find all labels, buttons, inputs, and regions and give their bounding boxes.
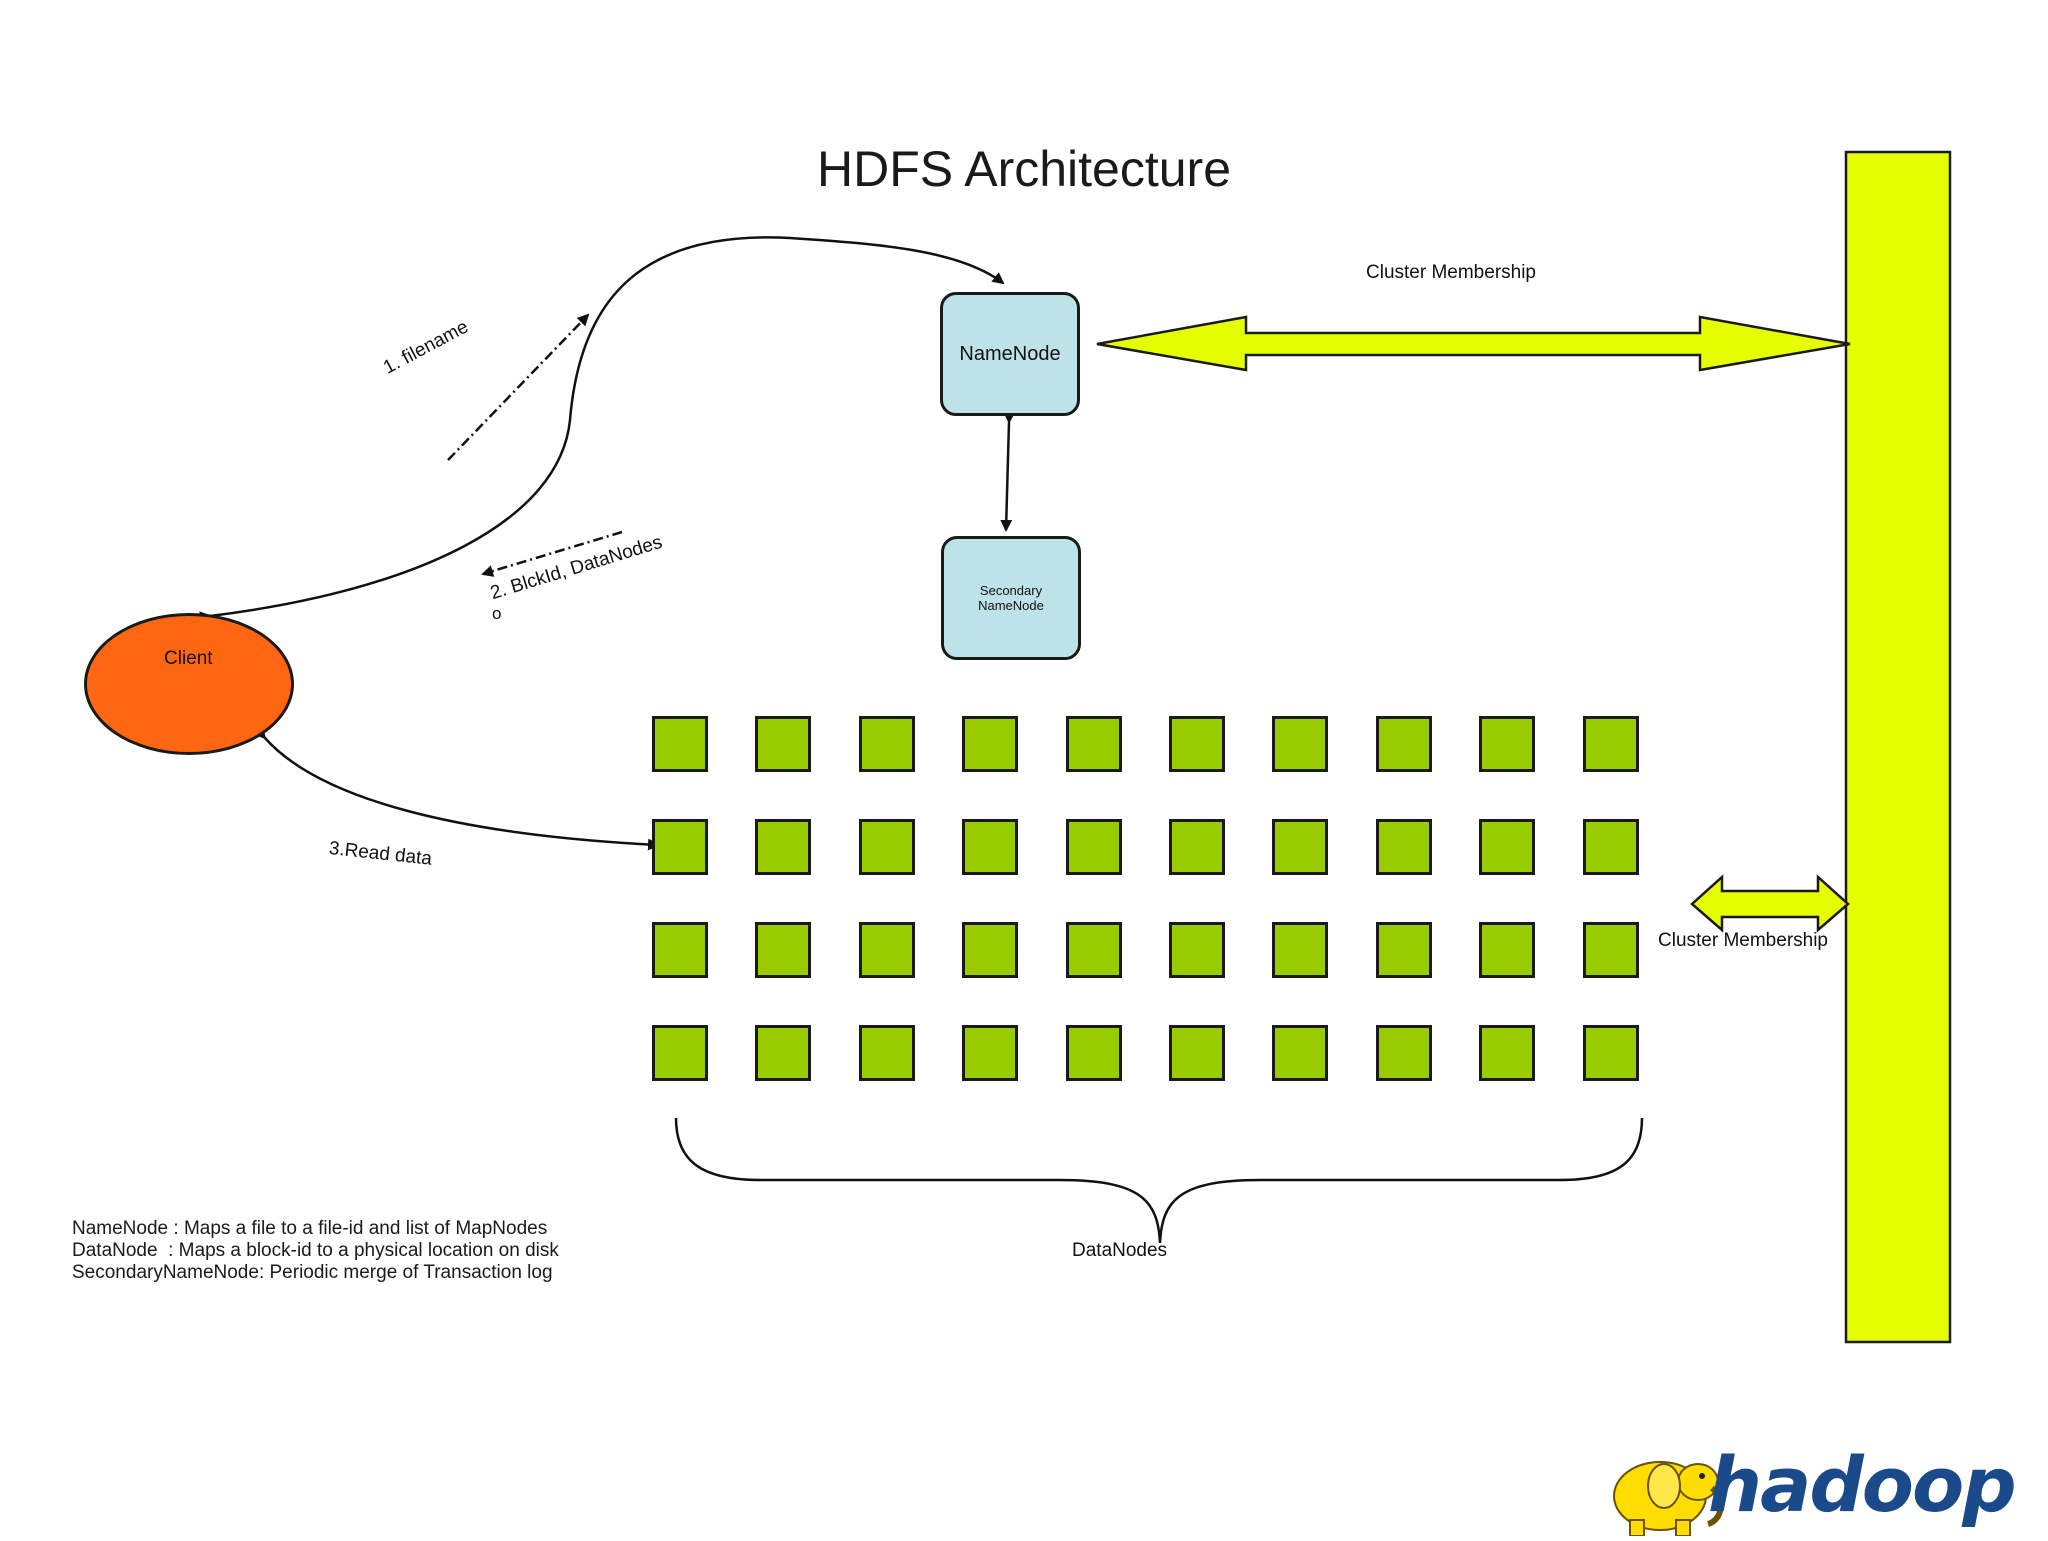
datanode-box <box>962 922 1018 978</box>
datanode-box <box>1169 922 1225 978</box>
datanode-box <box>1583 922 1639 978</box>
client-label: Client <box>164 648 213 669</box>
legend-line-secondary: SecondaryNameNode: Periodic merge of Tra… <box>72 1262 553 1283</box>
datanode-box <box>1479 819 1535 875</box>
client-node <box>84 613 294 755</box>
datanode-box <box>755 716 811 772</box>
datanode-box <box>1272 716 1328 772</box>
datanode-box <box>1272 819 1328 875</box>
filename-arrow <box>447 313 590 461</box>
namenode-secondary-arrow <box>1000 411 1016 532</box>
datanode-box <box>1376 922 1432 978</box>
datanode-box <box>962 716 1018 772</box>
datanode-box <box>1169 819 1225 875</box>
datanode-box <box>755 819 811 875</box>
hadoop-logo-text: hadoop <box>1708 1440 2017 1529</box>
cluster-membership-side-label: Cluster Membership <box>1658 930 1828 951</box>
datanode-box <box>1479 922 1535 978</box>
datanode-box <box>1583 716 1639 772</box>
legend: NameNode : Maps a file to a file-id and … <box>72 1218 559 1284</box>
datanode-box <box>1066 1025 1122 1081</box>
datanode-box <box>859 819 915 875</box>
secondary-namenode-box: Secondary NameNode <box>941 536 1081 660</box>
datanode-box <box>652 1025 708 1081</box>
datanode-box <box>1272 1025 1328 1081</box>
datanode-box <box>755 1025 811 1081</box>
datanode-box <box>652 819 708 875</box>
blockid-arrow <box>481 530 623 577</box>
hadoop-logo: hadoop <box>1590 1440 2017 1541</box>
datanode-box <box>962 1025 1018 1081</box>
datanode-box <box>1479 716 1535 772</box>
cluster-bar <box>1844 150 1952 1344</box>
legend-line-namenode: NameNode : Maps a file to a file-id and … <box>72 1218 548 1239</box>
secondary-namenode-label-line1: Secondary <box>979 583 1043 598</box>
cluster-membership-top-label: Cluster Membership <box>1366 262 1536 283</box>
datanode-box <box>652 716 708 772</box>
namenode-box: NameNode <box>940 292 1080 416</box>
datanode-box <box>1376 819 1432 875</box>
datanodes-brace <box>674 1117 1644 1244</box>
datanode-box <box>1066 819 1122 875</box>
datanode-box <box>755 922 811 978</box>
datanode-box <box>859 716 915 772</box>
datanodes-label: DataNodes <box>1072 1240 1168 1261</box>
cluster-membership-side-arrow <box>1690 874 1850 933</box>
datanode-box <box>1583 819 1639 875</box>
datanode-box <box>1376 1025 1432 1081</box>
blockid-label-tail: o <box>492 604 502 623</box>
read-data-arrow <box>253 726 660 851</box>
datanode-box <box>1272 922 1328 978</box>
datanode-box <box>1479 1025 1535 1081</box>
datanode-box <box>1169 1025 1225 1081</box>
cluster-membership-top-arrow <box>1096 315 1851 372</box>
datanode-box <box>859 1025 915 1081</box>
datanode-box <box>1376 716 1432 772</box>
hadoop-elephant-icon <box>1613 1461 1724 1537</box>
namenode-label: NameNode <box>959 342 1061 365</box>
datanode-box <box>859 922 915 978</box>
datanode-box <box>962 819 1018 875</box>
datanode-box <box>1169 716 1225 772</box>
datanode-box <box>1066 716 1122 772</box>
client-namenode-arrow <box>199 236 1005 624</box>
datanode-box <box>1066 922 1122 978</box>
page-title: HDFS Architecture <box>816 141 1231 197</box>
secondary-namenode-label-line2: NameNode <box>978 598 1044 613</box>
datanode-box <box>652 922 708 978</box>
datanode-box <box>1583 1025 1639 1081</box>
legend-line-datanode: DataNode : Maps a block-id to a physical… <box>72 1240 559 1261</box>
